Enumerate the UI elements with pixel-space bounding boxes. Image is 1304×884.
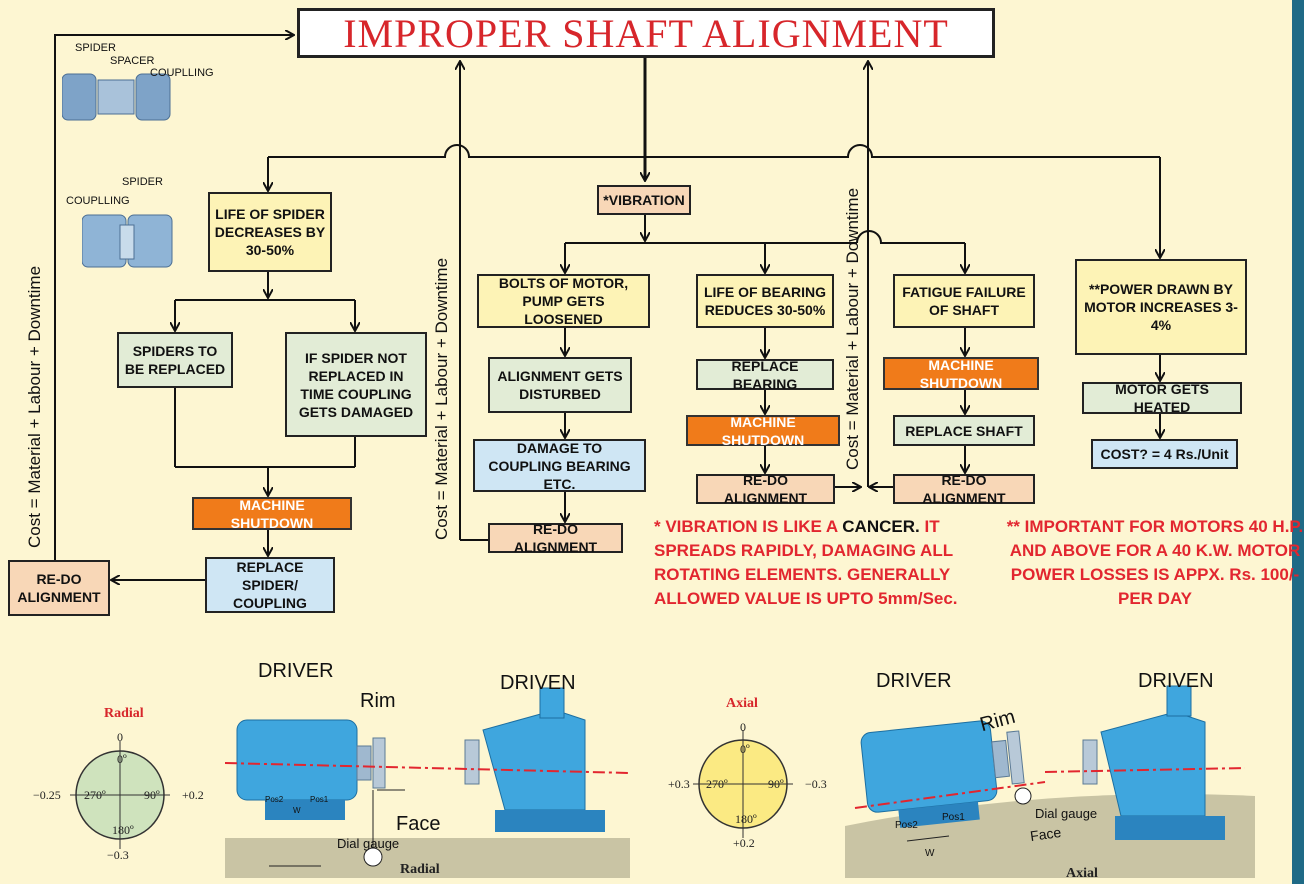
axial-driven-label: DRIVEN xyxy=(1138,670,1214,692)
axial-pos2-label: Pos2 xyxy=(895,820,918,831)
spiders-replaced-box: SPIDERS TO BE REPLACED xyxy=(117,332,233,388)
motor-heated-box: MOTOR GETS HEATED xyxy=(1082,381,1242,415)
spider-machine-shutdown-box: MACHINE SHUTDOWN xyxy=(192,497,352,531)
coupling-label-2: COUPLLING xyxy=(66,195,130,207)
vibration-note-rest: IT SPREADS RAPIDLY, DAMAGING ALL ROTATIN… xyxy=(654,517,958,608)
motors-note: ** IMPORTANT FOR MOTORS 40 H.P. AND ABOV… xyxy=(1006,517,1304,608)
radial-pos1-label: Pos1 xyxy=(310,795,329,804)
radial-dial xyxy=(70,741,170,849)
radial-270-deg: 270º xyxy=(84,788,106,802)
radial-180-deg: 180º xyxy=(112,823,134,837)
alignment-disturbed-box: ALIGNMENT GETS DISTURBED xyxy=(488,357,632,413)
spacer-label: SPACER xyxy=(110,55,155,67)
bolts-redo-alignment-box: RE-DO ALIGNMENT xyxy=(488,521,623,555)
axial-right-value: −0.3 xyxy=(805,777,827,791)
axial-left-value: +0.3 xyxy=(668,777,690,791)
radial-setup-drawing xyxy=(225,687,630,878)
axial-driver-label: DRIVER xyxy=(876,670,952,692)
replace-bearing-box: REPLACE BEARING xyxy=(696,358,834,392)
cost-label-right: Cost = Material + Labour + Downtime xyxy=(843,187,862,470)
replace-spider-coupling-box: REPLACE SPIDER/ COUPLING xyxy=(205,557,335,613)
axial-heading: Axial xyxy=(726,696,758,711)
axial-180-deg: 180º xyxy=(735,812,757,826)
damage-coupling-bearing-box: DAMAGE TO COUPLING BEARING ETC. xyxy=(473,439,646,492)
radial-top-value: 0 xyxy=(117,730,123,744)
power-drawn-box: **POWER DRAWN BY MOTOR INCREASES 3-4% xyxy=(1075,259,1247,355)
bearing-machine-shutdown-box: MACHINE SHUTDOWN xyxy=(686,414,840,448)
spider-label-2: SPIDER xyxy=(122,176,163,188)
replace-shaft-box: REPLACE SHAFT xyxy=(893,415,1035,446)
radial-driver-label: DRIVER xyxy=(258,660,334,682)
spider-redo-alignment-box: RE-DO ALIGNMENT xyxy=(8,560,110,616)
axial-dial xyxy=(693,730,793,838)
radial-bottom-value: −0.3 xyxy=(107,848,129,862)
right-edge-bar xyxy=(1292,0,1304,884)
page-title: IMPROPER SHAFT ALIGNMENT xyxy=(297,8,995,58)
radial-left-value: −0.25 xyxy=(33,788,61,802)
bearing-redo-alignment-box: RE-DO ALIGNMENT xyxy=(696,472,835,506)
radial-face-label: Face xyxy=(396,813,441,835)
axial-90-deg: 90º xyxy=(768,777,784,791)
radial-driven-label: DRIVEN xyxy=(500,672,576,694)
axial-setup-drawing xyxy=(845,685,1255,878)
bearing-life-box: LIFE OF BEARING REDUCES 30-50% xyxy=(696,274,834,328)
bolts-loosened-box: BOLTS OF MOTOR, PUMP GETS LOOSENED xyxy=(477,274,650,328)
radial-heading: Radial xyxy=(104,706,144,721)
shaft-redo-alignment-box: RE-DO ALIGNMENT xyxy=(893,472,1035,506)
cost-per-unit-box: COST? = 4 Rs./Unit xyxy=(1091,439,1238,469)
spider-label-1: SPIDER xyxy=(75,42,116,54)
vibration-box: *VIBRATION xyxy=(597,185,691,215)
cost-label-left: Cost = Material + Labour + Downtime xyxy=(25,265,44,548)
spider-not-replaced-box: IF SPIDER NOT REPLACED IN TIME COUPLING … xyxy=(285,332,427,437)
axial-pos1-label: Pos1 xyxy=(942,812,965,823)
radial-w-label: W xyxy=(293,806,301,815)
radial-0-deg: 0º xyxy=(117,752,127,766)
radial-90-deg: 90º xyxy=(144,788,160,802)
jaw-coupling-image xyxy=(82,214,173,268)
cost-label-middle: Cost = Material + Labour + Downtime xyxy=(432,257,451,540)
coupling-label-1: COUPLLING xyxy=(150,67,214,79)
vibration-note: * VIBRATION IS LIKE A CANCER. IT SPREADS… xyxy=(654,515,974,611)
radial-right-value: +0.2 xyxy=(182,788,204,802)
radial-rim-label: Rim xyxy=(360,690,396,712)
radial-caption: Radial xyxy=(400,862,440,877)
axial-0-deg: 0º xyxy=(740,742,750,756)
spider-life-box: LIFE OF SPIDER DECREASES BY 30-50% xyxy=(208,192,332,272)
axial-top-value: 0 xyxy=(740,720,746,734)
radial-pos2-label: Pos2 xyxy=(265,795,284,804)
vibration-note-prefix: * VIBRATION IS LIKE A xyxy=(654,517,843,536)
fatigue-failure-box: FATIGUE FAILURE OF SHAFT xyxy=(893,274,1035,328)
spacer-coupling-image xyxy=(62,73,171,121)
vibration-note-cancer: CANCER. xyxy=(842,517,920,536)
axial-dial-gauge-label: Dial gauge xyxy=(1035,806,1098,821)
radial-dial-gauge-label: Dial gauge xyxy=(337,836,400,851)
axial-w-label: W xyxy=(925,848,935,859)
axial-caption: Axial xyxy=(1066,866,1098,881)
axial-bottom-value: +0.2 xyxy=(733,836,755,850)
axial-270-deg: 270º xyxy=(706,777,728,791)
shaft-machine-shutdown-box: MACHINE SHUTDOWN xyxy=(883,357,1039,391)
